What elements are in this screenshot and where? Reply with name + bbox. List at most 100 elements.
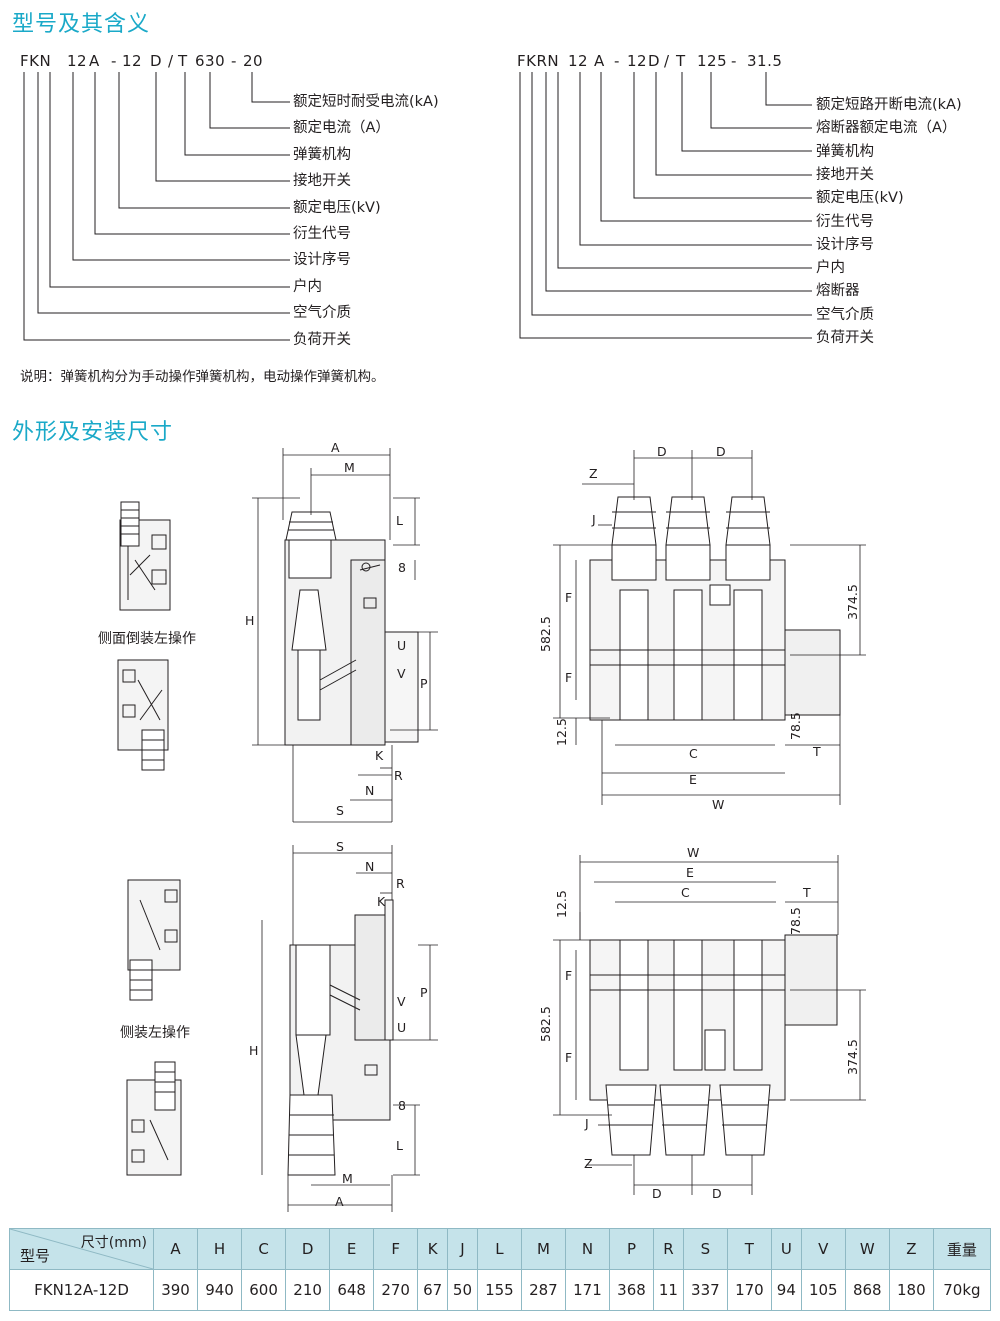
thumb-top-2 [117,659,169,771]
dim-label: U [397,638,406,653]
table-cell: 270 [373,1269,419,1311]
dim-label: L [396,513,403,528]
code-part: - [731,52,737,70]
table-header-cell: U [770,1228,802,1270]
table-cell: 70kg [932,1269,992,1311]
table-header-cell: S [682,1228,728,1270]
dim-label: D [652,1186,662,1201]
table-cell: 368 [608,1269,655,1311]
dim-label: 582.5 [538,616,553,652]
dim-label: D [716,444,726,459]
model-note: 说明：弹簧机构分为手动操作弹簧机构，电动操作弹簧机构。 [20,369,385,385]
thumb-top-1 [119,501,171,611]
section-title-dimensions: 外形及安装尺寸 [12,420,174,445]
corner-bottom-label: 型号 [20,1247,51,1265]
dim-label: K [377,894,386,909]
dim-label: P [420,985,428,1000]
dim-label: J [584,1116,589,1131]
code-part: - [111,52,117,70]
code-part: 125 [697,52,728,70]
dim-label: Z [589,466,598,481]
dim-label: F [565,968,572,983]
dim-label: S [336,803,344,818]
table-header-cell: M [520,1228,566,1270]
table-header-cell: K [417,1228,449,1270]
table-cell: 287 [520,1269,566,1311]
corner-top-label: 尺寸(mm) [80,1235,147,1251]
code-part: 12 [122,52,143,70]
dim-label: W [687,845,699,860]
table-cell: 940 [197,1269,243,1311]
model-label: 接地开关 [816,167,874,183]
table-header-cell: R [653,1228,684,1270]
dim-label: T [812,744,821,759]
code-part: A [594,52,605,70]
table-header-cell: D [285,1228,331,1270]
model-label: 弹簧机构 [816,144,874,160]
dim-label: C [689,746,698,761]
dim-label: 582.5 [538,1006,553,1042]
table-cell: 180 [888,1269,934,1311]
dim-label: R [396,876,405,891]
model-label: 衍生代号 [293,226,351,242]
dim-label: D [657,444,667,459]
side-view-top [284,511,419,746]
front-view-top [589,496,841,721]
table-cell: 171 [564,1269,610,1311]
table-header-cell: A [152,1228,199,1270]
model-label: 衍生代号 [816,214,874,230]
dim-label: P [420,676,428,691]
table-cell: 648 [329,1269,375,1311]
front-top-dims [553,450,866,805]
dimension-labels: A M L 8 H U V P K R N S D D Z J F F 582.… [245,440,860,1209]
table-cell: 337 [682,1269,728,1311]
code-part: FKRN [517,52,560,70]
corner-diagonal [10,1229,153,1269]
table-cell: 67 [417,1269,449,1311]
table-header-cell: J [447,1228,478,1270]
front-bottom-dims [553,855,866,1195]
dim-label: E [686,865,694,880]
code-part: - [614,52,620,70]
view-label-bottom: 侧装左操作 [120,1025,190,1041]
dim-label: 374.5 [845,1039,860,1075]
model-label: 设计序号 [293,252,351,268]
side-view-bottom [287,899,394,1176]
table-cell: 170 [726,1269,772,1311]
dim-label: T [802,885,811,900]
side-top-dims [252,448,438,823]
dim-label: W [712,797,724,812]
dim-label: Z [584,1156,593,1171]
model-label: 额定短路开断电流(kA) [816,97,962,113]
dim-label: 8 [398,1098,406,1113]
table-header-cell: P [608,1228,655,1270]
dim-label: 78.5 [788,907,803,935]
code-part: 31.5 [747,52,783,70]
table-cell: 155 [476,1269,522,1311]
model-label: 空气介质 [816,307,874,323]
code-part: FKN [20,52,52,70]
table-header-cell: N [564,1228,610,1270]
table-cell: 210 [285,1269,331,1311]
table-cell: 600 [241,1269,287,1311]
dim-label: V [397,666,406,681]
model-label: 设计序号 [816,237,874,253]
dim-label: A [335,1194,344,1209]
model-label: 弹簧机构 [293,147,351,163]
code-part: T [676,52,686,70]
code-part: 20 [243,52,264,70]
code-part: 630 [195,52,226,70]
table-header-cell: E [329,1228,375,1270]
table-header-cell: V [800,1228,846,1270]
dim-label: D [712,1186,722,1201]
dim-label: L [396,1138,403,1153]
dim-label: K [375,748,384,763]
dim-label: H [245,613,254,628]
view-label-top: 侧面倒装左操作 [98,631,196,647]
dim-label: F [565,590,572,605]
table-header-cell: C [241,1228,287,1270]
table-header-cell: 重量 [932,1228,992,1270]
model-label: 额定短时耐受电流(kA) [293,94,439,110]
code-part: 12 [568,52,589,70]
